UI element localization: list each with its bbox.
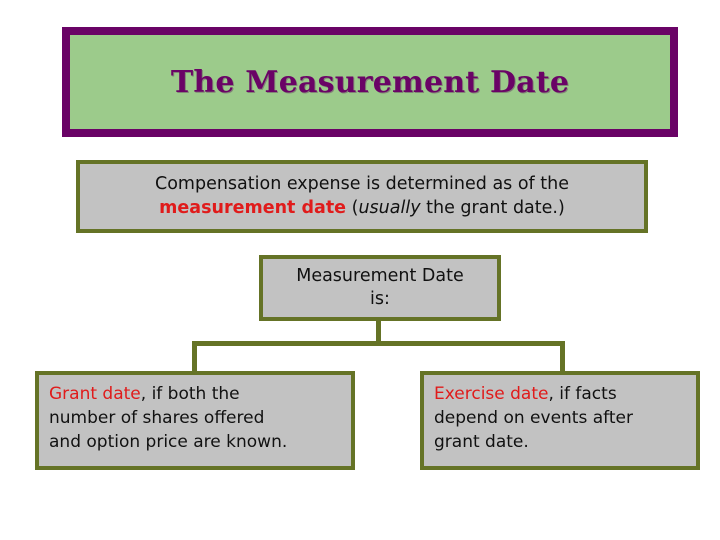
exercise-date-line-1-tail: , if facts <box>548 384 617 404</box>
measurement-date-emphasis: measurement date <box>159 197 347 218</box>
usually-italic: usually <box>358 197 421 218</box>
compensation-line-1: Compensation expense is determined as of… <box>154 174 570 195</box>
exercise-date-line-1: Exercise date, if facts <box>434 382 696 406</box>
page-title: The Measurement Date <box>170 64 570 100</box>
connector-drop-left <box>192 341 197 373</box>
connector-horizontal-bar <box>192 341 565 346</box>
exercise-date-line-3: grant date. <box>434 432 529 453</box>
grant-date-line-3: and option price are known. <box>49 432 288 453</box>
exercise-date-emphasis: Exercise date <box>434 384 549 404</box>
measurement-date-line-1: Measurement Date <box>296 266 464 287</box>
grant-date-line-1: Grant date, if both the <box>49 382 351 406</box>
slide-title-banner: The Measurement Date <box>62 27 678 137</box>
exercise-date-line-2: depend on events after <box>434 408 633 429</box>
connector-trunk-line <box>376 321 381 343</box>
grant-date-line-1-tail: , if both the <box>140 384 240 404</box>
compensation-open-paren: ( <box>346 197 359 218</box>
connector-drop-right <box>560 341 565 373</box>
grant-date-box: Grant date, if both the number of shares… <box>35 371 355 470</box>
measurement-date-line-2: is: <box>370 289 390 309</box>
compensation-line-2: measurement date (usually the grant date… <box>159 197 565 220</box>
compensation-tail: the grant date.) <box>420 197 565 218</box>
grant-date-line-2: number of shares offered <box>49 408 265 429</box>
grant-date-emphasis: Grant date <box>49 384 141 404</box>
exercise-date-box: Exercise date, if facts depend on events… <box>420 371 700 470</box>
compensation-statement-box: Compensation expense is determined as of… <box>76 160 648 233</box>
measurement-date-header-box: Measurement Date is: <box>259 255 501 321</box>
